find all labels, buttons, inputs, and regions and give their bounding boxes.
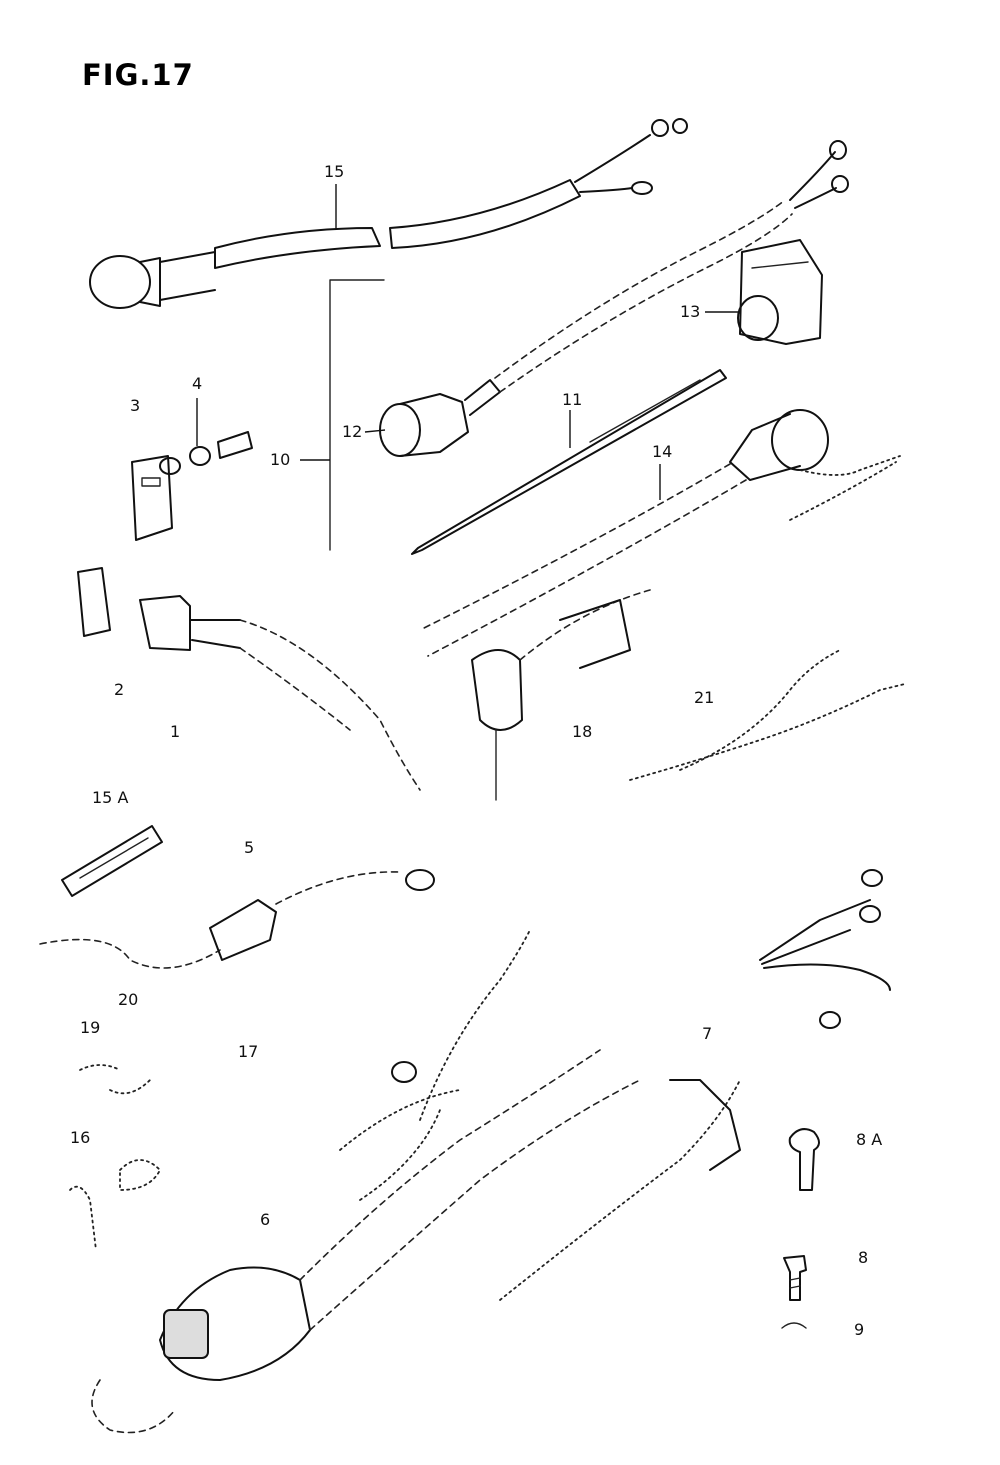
callout-9: 9 [854,1320,865,1339]
part-12-connector [379,140,849,457]
callout-15: 15 [324,162,345,181]
callout-20: 20 [118,990,139,1009]
part-15-cable [89,118,688,309]
callout-13: 13 [680,302,701,321]
parts-8-8a-9-bolts [781,1128,820,1329]
callout-8a: 8 A [856,1130,883,1149]
part-6-main-harness [91,929,741,1434]
callout-6: 6 [260,1210,271,1229]
callout-4: 4 [192,374,203,393]
parts-16-19-20-small-pieces [69,1064,162,1251]
callout-18: 18 [572,722,593,741]
callout-11: 11 [562,390,583,409]
part-15a-tube [61,825,163,897]
callout-16: 16 [70,1128,91,1147]
callout-7: 7 [702,1024,713,1043]
part-5-fuse-cable [39,869,435,969]
callout-14: 14 [652,442,673,461]
part-14-connector [419,409,901,657]
parts-1-2-switch [77,567,421,791]
part-7-wire-bundle [759,869,891,1029]
callout-10: 10 [270,450,291,469]
part-13-switch [737,239,823,345]
callout-15a: 15 A [92,788,129,807]
figure-title: FIG.17 [82,58,194,92]
callout-2: 2 [114,680,125,699]
callout-3: 3 [130,396,141,415]
callout-21: 21 [694,688,715,707]
callout-8: 8 [858,1248,869,1267]
callout-1: 1 [170,722,181,741]
part-18-junction [471,589,651,801]
part-11-tie-strap [411,369,727,555]
callout-12: 12 [342,422,363,441]
part-21-cable [629,649,906,781]
parts-3-4-bracket-bolt [131,398,253,541]
callout-19: 19 [80,1018,101,1037]
callout-5: 5 [244,838,255,857]
callout-17: 17 [238,1042,259,1061]
leader-10 [329,279,385,551]
